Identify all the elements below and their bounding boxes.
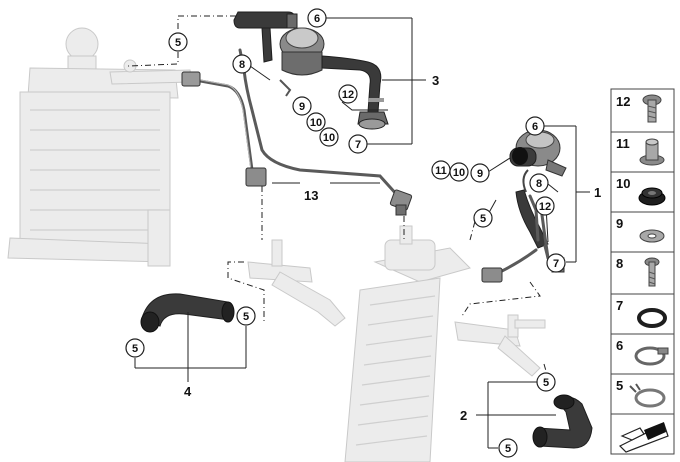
spring-clamp-icon [629, 383, 666, 408]
svg-text:8: 8 [239, 59, 245, 71]
callout-11-mid: 11 [431, 160, 451, 180]
rigid-line-13 [181, 48, 413, 216]
callout-5-top: 5 [168, 32, 188, 52]
svg-text:6: 6 [616, 338, 623, 353]
hose-clamp-icon [634, 346, 669, 366]
upper-hose-assembly [233, 11, 389, 130]
legend-row-6: 6 [610, 333, 675, 375]
sleeve-washer-icon [639, 138, 665, 166]
svg-text:6: 6 [532, 121, 538, 133]
legend-row-5: 5 [610, 373, 675, 415]
connection-lines [127, 15, 549, 379]
legend-row-11: 11 [610, 131, 675, 173]
legend-row-10: 10 [610, 171, 675, 213]
hose-2 [532, 394, 593, 449]
svg-text:12: 12 [539, 201, 551, 213]
legend-row-8: 8 [610, 251, 675, 295]
svg-text:12: 12 [616, 94, 630, 109]
arrow-plate-icon [618, 422, 669, 453]
part-label-4: 4 [184, 384, 192, 399]
callout-9-mid: 9 [470, 163, 490, 183]
parts-legend-panel: 12 11 10 [610, 88, 675, 455]
o-ring-icon [637, 308, 667, 328]
bolt-icon [644, 257, 660, 287]
svg-text:5: 5 [175, 37, 181, 49]
callout-6-top: 6 [307, 8, 327, 28]
svg-text:9: 9 [477, 168, 483, 180]
svg-text:9: 9 [299, 101, 305, 113]
bolt-flange-icon [642, 94, 662, 123]
svg-text:7: 7 [553, 258, 559, 270]
callout-8-top: 8 [232, 54, 252, 74]
callout-5-bottom-b: 5 [498, 438, 518, 458]
washer-icon [639, 229, 665, 243]
svg-text:5: 5 [505, 443, 511, 455]
svg-text:8: 8 [616, 256, 623, 271]
legend-row-7: 7 [610, 293, 675, 335]
legend-row-9: 9 [610, 211, 675, 253]
part-label-3: 3 [432, 73, 439, 88]
hose-4 [140, 293, 235, 333]
svg-text:10: 10 [453, 167, 465, 179]
callout-12-top: 12 [338, 84, 358, 104]
svg-text:11: 11 [616, 136, 630, 151]
callout-9-top: 9 [292, 96, 312, 116]
svg-text:7: 7 [355, 139, 361, 151]
right-radiator-ghost [344, 225, 471, 462]
svg-text:10: 10 [616, 176, 630, 191]
callout-10-mid: 10 [449, 162, 469, 182]
callout-5-left-a: 5 [125, 338, 145, 358]
svg-text:5: 5 [480, 213, 486, 225]
callout-5-mid: 5 [473, 208, 493, 228]
callout-10-top-b: 10 [319, 127, 339, 147]
svg-text:5: 5 [616, 378, 623, 393]
callout-10-top-a: 10 [306, 112, 326, 132]
callout-8-right: 8 [529, 173, 549, 193]
callout-12-right: 12 [535, 196, 555, 216]
part-label-1: 1 [594, 185, 601, 200]
svg-text:12: 12 [342, 89, 354, 101]
part-label-2: 2 [460, 408, 467, 423]
part-label-13: 13 [304, 188, 318, 203]
left-radiator-ghost [7, 27, 193, 267]
svg-text:11: 11 [435, 165, 447, 177]
leader-lines [134, 17, 590, 449]
callout-7-right: 7 [546, 253, 566, 273]
legend-row-12: 12 [610, 88, 675, 133]
callout-7-top: 7 [348, 134, 368, 154]
legend-footer [610, 413, 675, 455]
callout-5-left-b: 5 [236, 306, 256, 326]
svg-text:5: 5 [543, 377, 549, 389]
rubber-grommet-icon [638, 187, 666, 206]
callout-5-bottom-a: 5 [536, 372, 556, 392]
callout-6-right: 6 [525, 116, 545, 136]
svg-text:5: 5 [243, 311, 249, 323]
svg-text:6: 6 [314, 13, 320, 25]
left-t-pipe-ghost [247, 239, 346, 327]
svg-text:9: 9 [616, 216, 623, 231]
svg-text:5: 5 [132, 343, 138, 355]
svg-text:10: 10 [323, 132, 335, 144]
svg-text:8: 8 [536, 178, 542, 190]
svg-text:10: 10 [310, 117, 322, 129]
svg-text:7: 7 [616, 298, 623, 313]
right-t-pipe-ghost [454, 314, 546, 377]
